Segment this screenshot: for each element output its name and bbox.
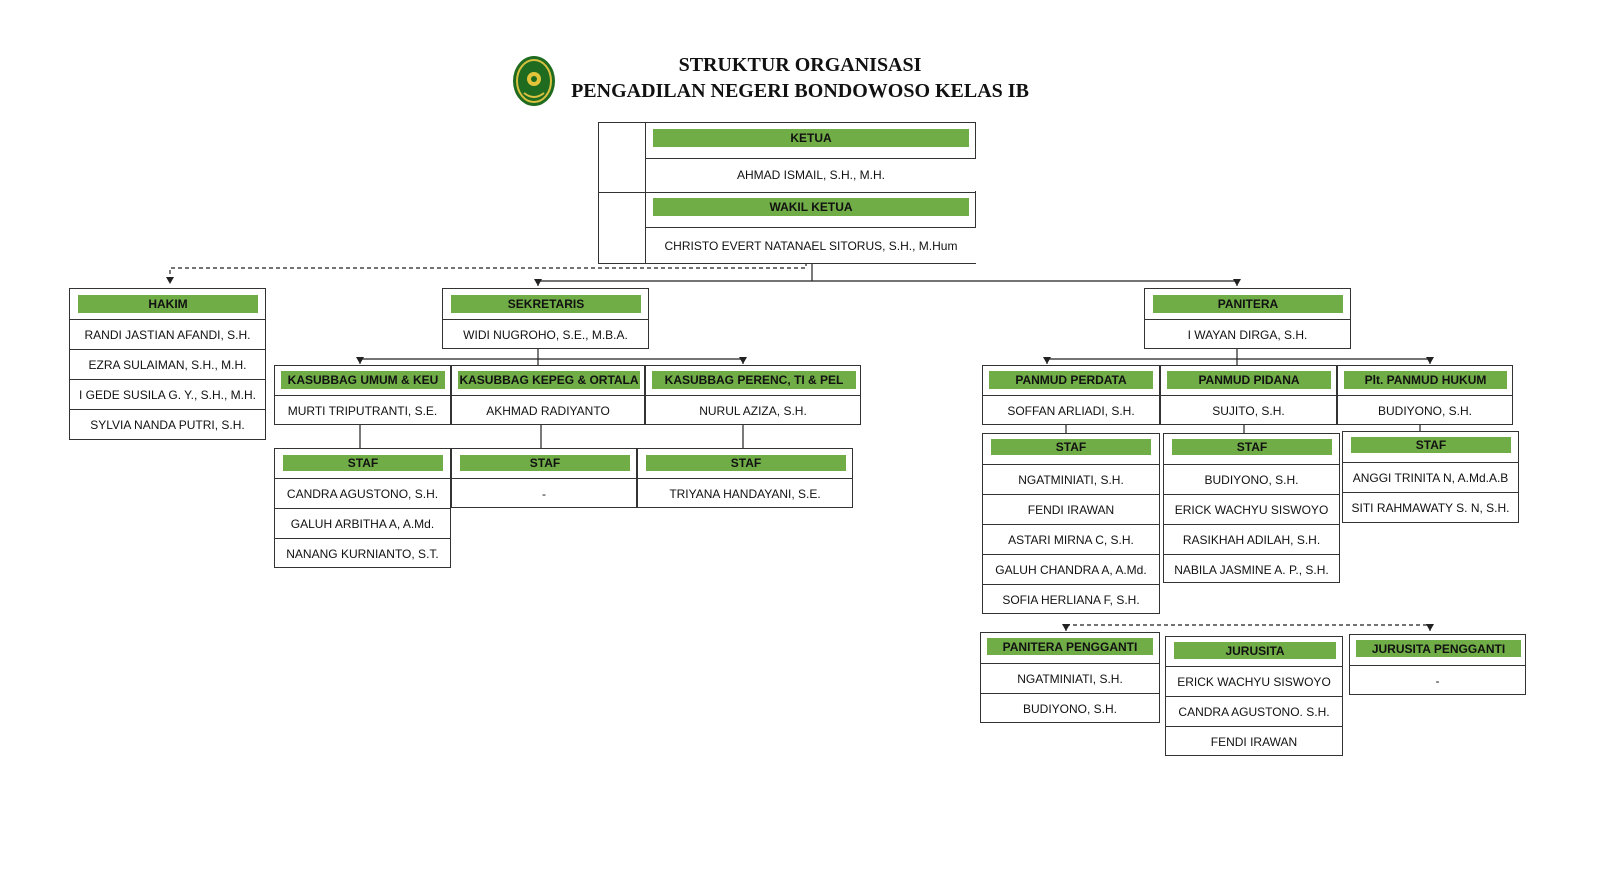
wakil-ketua-name: CHRISTO EVERT NATANAEL SITORUS, S.H., M.… — [646, 228, 976, 263]
jurusita-pengganti-box: JURUSITA PENGGANTI - — [1349, 634, 1526, 695]
jurusita-member: ERICK WACHYU SISWOYO — [1166, 666, 1342, 697]
staf-pidana-member: BUDIYONO, S.H. — [1164, 464, 1339, 495]
staf-perdata-member: NGATMINIATI, S.H. — [983, 464, 1159, 495]
ketua-header: KETUA — [653, 129, 969, 147]
hakim-box: HAKIM RANDI JASTIAN AFANDI, S.H. EZRA SU… — [69, 288, 266, 440]
hakim-member: I GEDE SUSILA G. Y., S.H., M.H. — [70, 379, 265, 410]
staf-umum-member: NANANG KURNIANTO, S.T. — [275, 538, 450, 569]
line-to-sekretaris — [534, 279, 812, 286]
leadership-block: KETUA AHMAD ISMAIL, S.H., M.H. WAKIL KET… — [598, 122, 976, 264]
panitera-box: PANITERA I WAYAN DIRGA, S.H. — [1144, 288, 1351, 349]
panmud-hukum-name: BUDIYONO, S.H. — [1338, 395, 1512, 426]
sekretaris-box: SEKRETARIS WIDI NUGROHO, S.E., M.B.A. — [442, 288, 649, 349]
staf-perdata-box: STAF NGATMINIATI, S.H. FENDI IRAWAN ASTA… — [982, 433, 1160, 614]
jurusita-header: JURUSITA — [1174, 642, 1336, 659]
staf-pidana-box: STAF BUDIYONO, S.H. ERICK WACHYU SISWOYO… — [1163, 433, 1340, 583]
panitera-header: PANITERA — [1153, 295, 1343, 313]
panmud-perdata-name: SOFFAN ARLIADI, S.H. — [983, 395, 1159, 426]
kasubbag-perenc-name: NURUL AZIZA, S.H. — [646, 395, 860, 426]
staf-hukum-member: SITI RAHMAWATY S. N, S.H. — [1343, 492, 1518, 523]
kasubbag-umum-name: MURTI TRIPUTRANTI, S.E. — [275, 395, 450, 426]
staf-kepeg-box: STAF - — [451, 448, 637, 508]
staf-hukum-box: STAF ANGGI TRINITA N, A.Md.A.B SITI RAHM… — [1342, 431, 1519, 523]
staf-perenc-box: STAF TRIYANA HANDAYANI, S.E. — [637, 448, 853, 508]
staf-perdata-member: SOFIA HERLIANA F, S.H. — [983, 584, 1159, 615]
staf-hukum-member: ANGGI TRINITA N, A.Md.A.B — [1343, 462, 1518, 493]
kasubbag-perenc-box: KASUBBAG PERENC, TI & PEL NURUL AZIZA, S… — [645, 365, 861, 425]
staf-umum-header: STAF — [283, 455, 443, 471]
panmud-pidana-header: PANMUD PIDANA — [1167, 371, 1331, 389]
staf-pidana-member: RASIKHAH ADILAH, S.H. — [1164, 524, 1339, 555]
jurusita-pengganti-header: JURUSITA PENGGANTI — [1356, 640, 1521, 657]
kasubbag-kepeg-box: KASUBBAG KEPEG & ORTALA AKHMAD RADIYANTO — [451, 365, 645, 425]
staf-kepeg-header: STAF — [460, 455, 630, 471]
staf-perdata-member: FENDI IRAWAN — [983, 494, 1159, 525]
jurusita-box: JURUSITA ERICK WACHYU SISWOYO CANDRA AGU… — [1165, 636, 1343, 756]
hakim-header: HAKIM — [78, 295, 258, 313]
staf-umum-member: CANDRA AGUSTONO, S.H. — [275, 478, 450, 509]
kasubbag-umum-header: KASUBBAG UMUM & KEU — [281, 371, 445, 389]
staf-perdata-member: GALUH CHANDRA A, A.Md. — [983, 554, 1159, 585]
title-line-2: PENGADILAN NEGERI BONDOWOSO KELAS IB — [571, 80, 1029, 102]
staf-umum-box: STAF CANDRA AGUSTONO, S.H. GALUH ARBITHA… — [274, 448, 451, 568]
staf-pidana-member: NABILA JASMINE A. P., S.H. — [1164, 554, 1339, 585]
panitera-pengganti-box: PANITERA PENGGANTI NGATMINIATI, S.H. BUD… — [980, 632, 1160, 723]
line-to-panitera — [812, 279, 1241, 286]
staf-perdata-member: ASTARI MIRNA C, S.H. — [983, 524, 1159, 555]
ketua-name: AHMAD ISMAIL, S.H., M.H. — [646, 159, 976, 191]
hakim-member: EZRA SULAIMAN, S.H., M.H. — [70, 349, 265, 380]
panmud-hukum-header: Plt. PANMUD HUKUM — [1344, 371, 1507, 389]
jurusita-pengganti-member: - — [1350, 665, 1525, 696]
panmud-pidana-name: SUJITO, S.H. — [1161, 395, 1336, 426]
staf-kepeg-member: - — [452, 478, 636, 509]
title-line-1: STRUKTUR ORGANISASI — [678, 54, 922, 76]
hakim-member: SYLVIA NANDA PUTRI, S.H. — [70, 409, 265, 440]
panmud-hukum-box: Plt. PANMUD HUKUM BUDIYONO, S.H. — [1337, 365, 1513, 425]
jurusita-member: FENDI IRAWAN — [1166, 726, 1342, 757]
panmud-pidana-box: PANMUD PIDANA SUJITO, S.H. — [1160, 365, 1337, 425]
page-title: STRUKTUR ORGANISASI PENGADILAN NEGERI BO… — [560, 52, 1040, 104]
hakim-member: RANDI JASTIAN AFANDI, S.H. — [70, 319, 265, 350]
line-ketua-hakim — [166, 262, 807, 284]
sekretaris-header: SEKRETARIS — [451, 295, 641, 313]
kasubbag-kepeg-name: AKHMAD RADIYANTO — [452, 395, 644, 426]
wakil-ketua-header: WAKIL KETUA — [653, 198, 969, 216]
staf-perdata-header: STAF — [991, 439, 1151, 455]
jurusita-member: CANDRA AGUSTONO. S.H. — [1166, 696, 1342, 727]
panitera-name: I WAYAN DIRGA, S.H. — [1145, 319, 1350, 350]
panitera-pengganti-header: PANITERA PENGGANTI — [987, 638, 1153, 655]
staf-umum-member: GALUH ARBITHA A, A.Md. — [275, 508, 450, 539]
staf-perenc-header: STAF — [646, 455, 846, 471]
staf-pidana-header: STAF — [1172, 439, 1332, 455]
staf-pidana-member: ERICK WACHYU SISWOYO — [1164, 494, 1339, 525]
panitera-pengganti-member: BUDIYONO, S.H. — [981, 693, 1159, 724]
kasubbag-kepeg-header: KASUBBAG KEPEG & ORTALA — [458, 371, 640, 389]
staf-hukum-header: STAF — [1351, 437, 1511, 453]
kasubbag-perenc-header: KASUBBAG PERENC, TI & PEL — [652, 371, 856, 389]
kasubbag-umum-box: KASUBBAG UMUM & KEU MURTI TRIPUTRANTI, S… — [274, 365, 451, 425]
panmud-perdata-header: PANMUD PERDATA — [989, 371, 1153, 389]
panmud-perdata-box: PANMUD PERDATA SOFFAN ARLIADI, S.H. — [982, 365, 1160, 425]
court-emblem-logo — [513, 56, 555, 106]
panitera-pengganti-member: NGATMINIATI, S.H. — [981, 663, 1159, 694]
staf-perenc-member: TRIYANA HANDAYANI, S.E. — [638, 478, 852, 509]
sekretaris-name: WIDI NUGROHO, S.E., M.B.A. — [443, 319, 648, 350]
